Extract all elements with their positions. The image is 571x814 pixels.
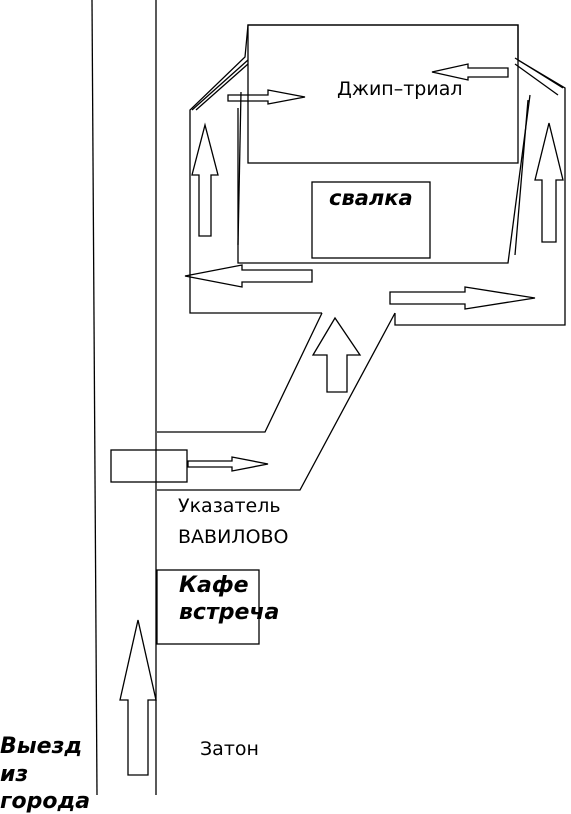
side-road-upper-edge [157, 312, 323, 433]
arrow-up-entry [311, 316, 362, 393]
arrow-left-top-right [431, 63, 509, 81]
arrow-up-left-track [191, 122, 219, 237]
arrow-left-bottom [184, 264, 313, 288]
exit-label-line3: города [0, 789, 91, 814]
corner-line-right-b [514, 63, 559, 96]
corner-line-right-a [514, 57, 564, 89]
signpost-board [110, 449, 188, 483]
cafe-label-line1: Кафе [179, 573, 249, 598]
sign-label-line2: ВАВИЛОВО [178, 526, 289, 548]
dump-label: свалка [329, 186, 413, 210]
arrow-right-bottom [389, 286, 536, 310]
exit-label-line1: Выезд [0, 734, 83, 759]
arrow-right-top-left [227, 89, 306, 105]
arrow-up-right-track [534, 122, 564, 243]
corner-line-left-a [191, 59, 249, 111]
exit-label-line2: из [0, 762, 29, 787]
track-line-left [237, 91, 242, 246]
cafe-building [156, 569, 260, 645]
inner-track [237, 94, 531, 264]
corner-line-left-b [195, 63, 249, 111]
site-boundary [189, 24, 566, 326]
arrow-right-sign [187, 456, 269, 472]
highway-left-edge [91, 0, 98, 796]
cafe-label-line2: встреча [179, 600, 280, 625]
zaton-label: Затон [200, 738, 259, 760]
jeep-trial-area [247, 24, 519, 164]
sign-label-line1: Указатель [178, 495, 281, 517]
jeep-trial-label: Джип–триал [337, 78, 463, 100]
track-line-right [514, 99, 529, 256]
side-road-lower-edge [157, 312, 396, 491]
dump-area [311, 181, 431, 259]
arrow-up-highway [119, 619, 157, 776]
